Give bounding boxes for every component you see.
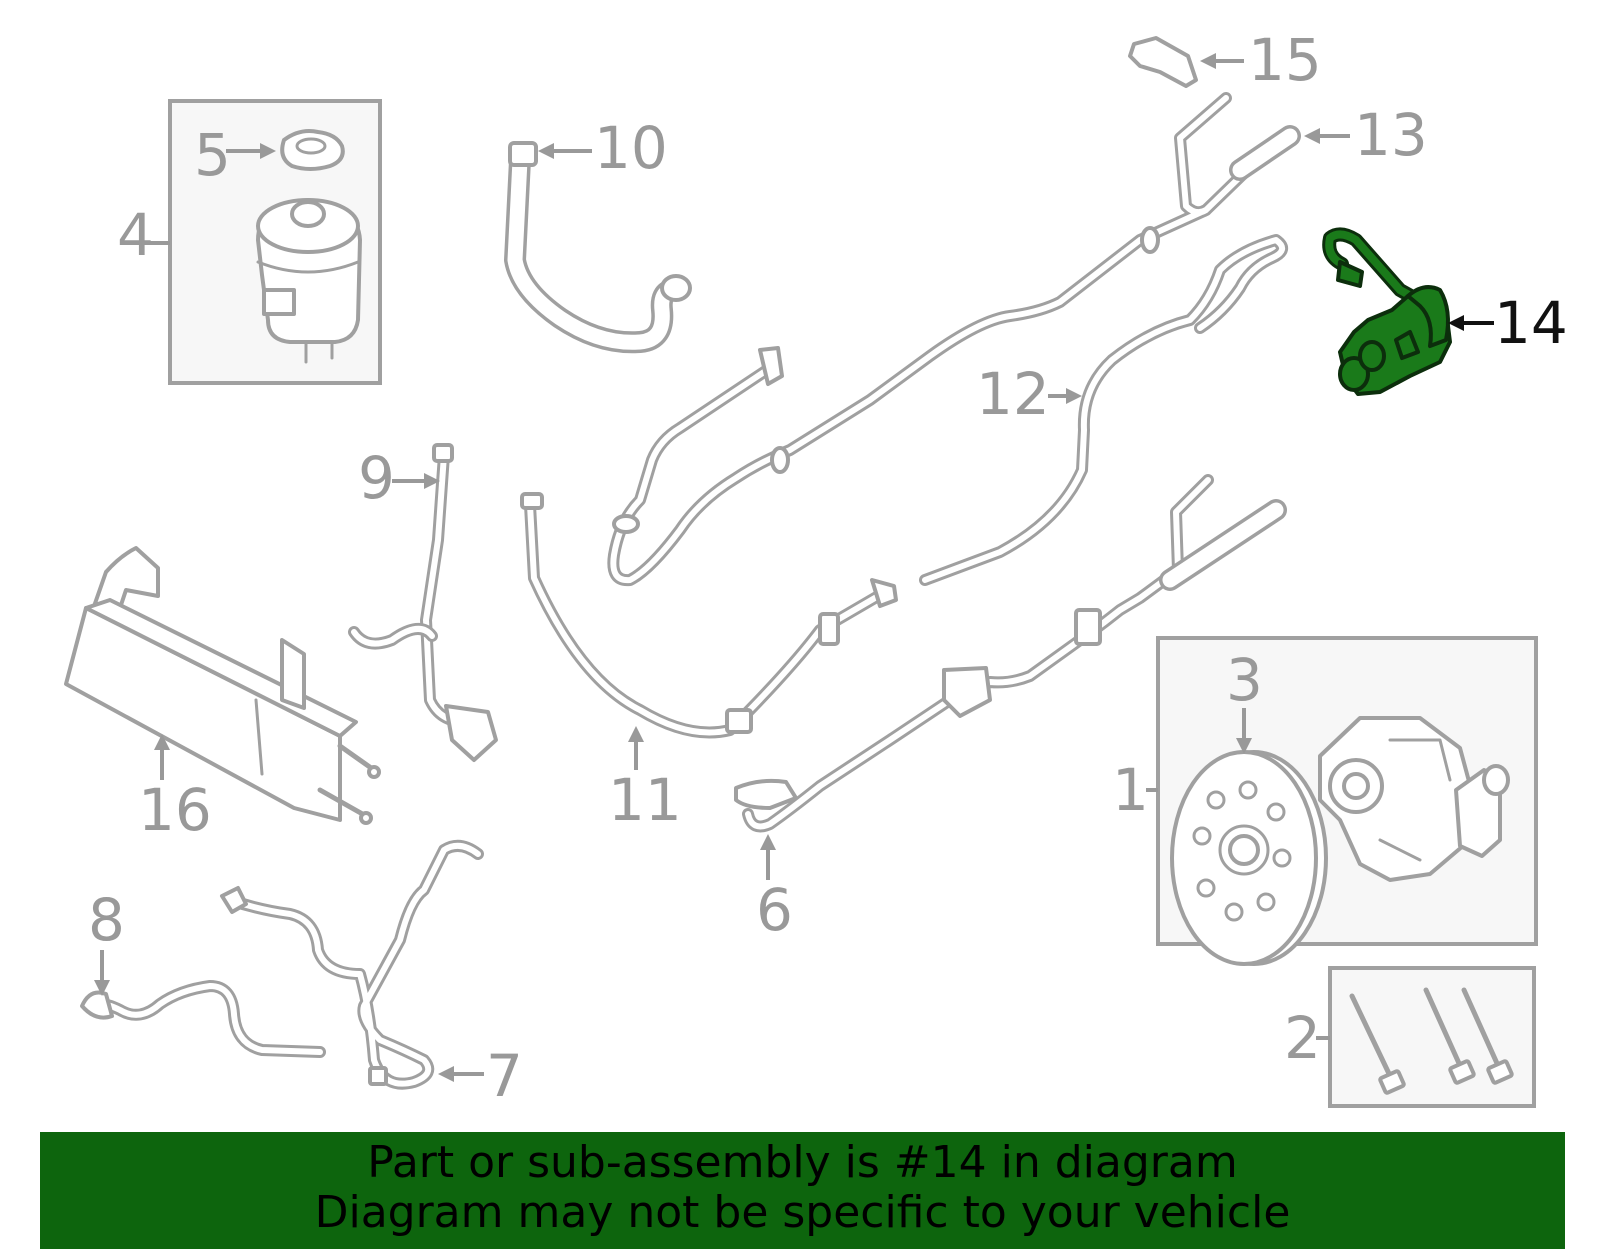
callout-14-highlighted: 14 — [1494, 289, 1568, 357]
callout-10: 10 — [594, 114, 668, 182]
part-upper-pressure-line[interactable] — [607, 92, 1301, 587]
callout-3: 3 — [1226, 646, 1263, 714]
part-14-highlighted-part[interactable] — [1322, 227, 1452, 396]
reservoir-neck — [290, 200, 326, 228]
part-11-hose[interactable] — [520, 492, 898, 739]
part-10-hose[interactable] — [504, 141, 692, 354]
part-16-cooler[interactable] — [64, 546, 381, 825]
banner-disclaimer: Diagram may not be specific to your vehi… — [314, 1187, 1291, 1238]
callout-13: 13 — [1354, 101, 1428, 169]
part-5-reservoir-cap[interactable] — [280, 129, 345, 171]
part-9-line[interactable] — [348, 443, 498, 762]
callout-2: 2 — [1284, 1004, 1321, 1072]
callout-leaders — [94, 53, 1494, 1082]
banner-part-info: Part or sub-assembly is #14 in diagram — [367, 1137, 1238, 1188]
callout-5: 5 — [194, 121, 231, 189]
callout-7: 7 — [486, 1042, 523, 1110]
part-6-line[interactable] — [734, 474, 1287, 833]
callout-1: 1 — [1112, 756, 1149, 824]
callout-8: 8 — [88, 886, 125, 954]
part-15-bracket[interactable] — [1128, 36, 1198, 88]
info-banner: Part or sub-assembly is #14 in diagram D… — [40, 1132, 1565, 1249]
part-3-pulley[interactable] — [1170, 750, 1328, 966]
part-7-line[interactable] — [220, 839, 484, 1090]
callout-6: 6 — [756, 876, 793, 944]
callout-15: 15 — [1248, 26, 1322, 94]
callout-4: 4 — [117, 201, 154, 269]
callout-16: 16 — [138, 776, 212, 844]
part-2-box — [1328, 966, 1536, 1108]
callout-11: 11 — [608, 766, 682, 834]
part-8-hose[interactable] — [80, 980, 326, 1058]
callout-9: 9 — [358, 444, 395, 512]
callout-labels: 4 5 10 9 11 12 13 15 14 3 1 2 6 16 8 7 — [88, 26, 1568, 1110]
part-2-bolts[interactable] — [1328, 966, 1536, 1108]
callout-12: 12 — [976, 360, 1050, 428]
part-1-pump-assembly[interactable] — [1156, 636, 1538, 966]
reservoir-port — [262, 288, 296, 316]
part-4-reservoir-assembly[interactable] — [168, 99, 382, 385]
part-12-return-line[interactable] — [919, 234, 1288, 586]
